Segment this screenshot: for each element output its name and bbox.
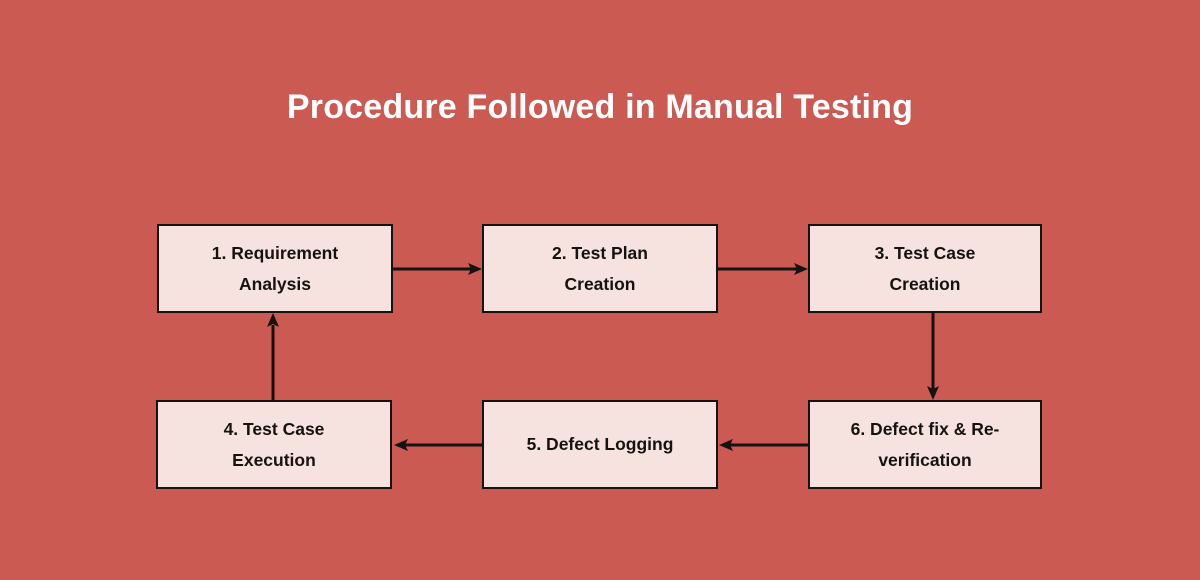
flow-node-defect-fix-reverification[interactable]: 6. Defect fix & Re-verification: [808, 400, 1042, 489]
arrow-requirement-analysis-to-test-plan-creation: [392, 263, 482, 275]
flow-node-line2: Execution: [232, 449, 316, 470]
arrow-defect-fix-reverification-to-defect-logging: [719, 439, 810, 451]
flow-node-label: 5. Defect Logging: [494, 429, 706, 460]
flow-node-line2: Creation: [889, 273, 961, 294]
flow-node-line1: 5. Defect Logging: [526, 434, 674, 454]
flow-node-line1: 2. Test Plan: [552, 242, 648, 263]
flow-node-line2: Analysis: [239, 273, 311, 294]
flow-node-defect-logging[interactable]: 5. Defect Logging: [482, 400, 718, 489]
arrow-test-plan-creation-to-test-case-creation: [717, 263, 808, 275]
flow-node-label: 6. Defect fix & Re-verification: [820, 414, 1030, 476]
flow-node-line2: Creation: [564, 273, 636, 294]
page-title: Procedure Followed in Manual Testing: [286, 88, 914, 126]
arrow-test-case-execution-to-requirement-analysis: [267, 313, 279, 402]
arrow-defect-logging-to-test-case-execution: [394, 439, 484, 451]
flow-node-line1: 3. Test Case: [874, 242, 976, 263]
flow-node-line1: 4. Test Case: [223, 418, 325, 439]
arrow-test-case-creation-to-defect-fix-reverification: [927, 313, 939, 400]
flow-node-line1: 6. Defect fix & Re-: [850, 418, 1000, 439]
flow-node-line2: verification: [878, 449, 972, 470]
flow-node-line1: 1. Requirement: [211, 242, 339, 263]
